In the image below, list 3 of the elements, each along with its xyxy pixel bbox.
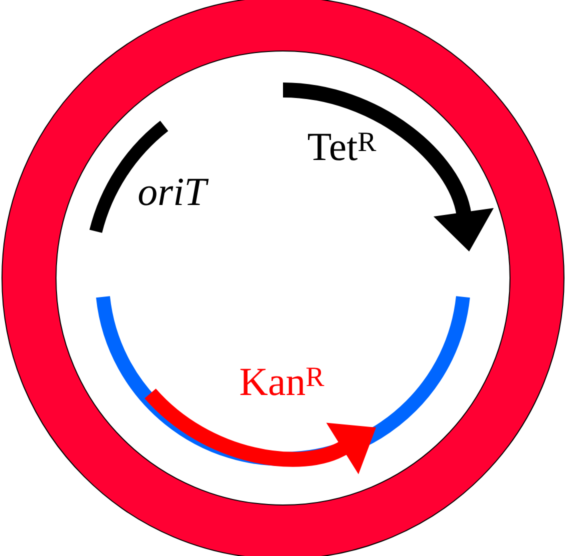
gene-label: Tet$^{R}$: [308, 132, 376, 160]
gene-label: Kan$^{R}$: [240, 368, 324, 396]
site-label: oriT: [138, 178, 209, 206]
